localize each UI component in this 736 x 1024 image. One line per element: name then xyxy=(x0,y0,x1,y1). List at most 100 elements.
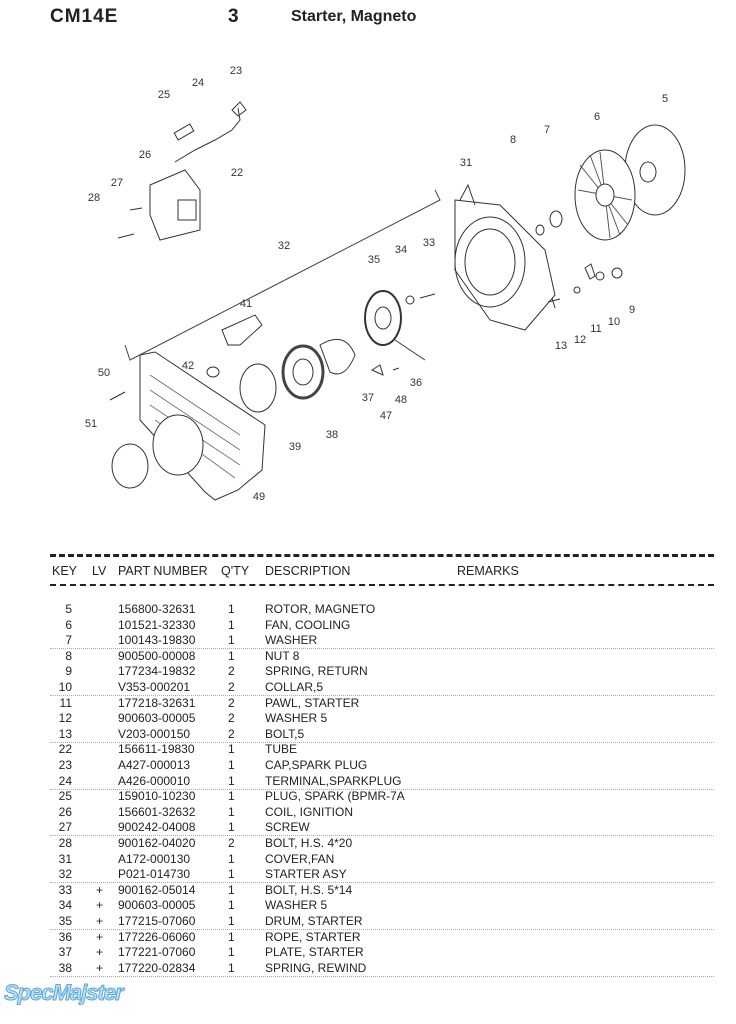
key-cell: 9 xyxy=(65,664,72,679)
part-number-cell: 900242-04008 xyxy=(118,820,196,835)
qty-cell: 2 xyxy=(228,664,235,679)
callout-number: 12 xyxy=(573,334,587,346)
row-group-divider xyxy=(50,788,714,790)
callout-number: 41 xyxy=(239,298,253,310)
callout-number: 34 xyxy=(394,244,408,256)
callout-number: 51 xyxy=(84,418,98,430)
qty-cell: 1 xyxy=(228,758,235,772)
description-cell: BOLT, H.S. 4*20 xyxy=(265,836,353,850)
part-number-cell: A172-000130 xyxy=(118,851,191,866)
qty-cell: 1 xyxy=(228,867,235,882)
table-row: 11 177218-32631 2 PAWL, STARTER xyxy=(0,696,736,711)
callout-number: 38 xyxy=(325,429,339,441)
key-cell: 23 xyxy=(58,758,72,772)
qty-cell: 2 xyxy=(228,726,235,741)
diagram-drawing xyxy=(109,101,686,501)
qty-cell: 1 xyxy=(228,617,235,632)
watermark-logo: SpecMajster xyxy=(4,980,125,1006)
description-cell: TUBE xyxy=(265,742,298,757)
description-cell: COLLAR,5 xyxy=(265,680,324,694)
row-group-divider xyxy=(50,835,714,837)
lv-cell: + xyxy=(96,945,104,960)
part-number-cell: A426-000010 xyxy=(118,773,191,788)
part-number-cell: 156800-32631 xyxy=(118,602,196,616)
column-header-key: KEY xyxy=(52,564,78,578)
callout-number: 25 xyxy=(157,89,171,101)
table-top-rule xyxy=(50,554,714,557)
description-cell: WASHER xyxy=(265,633,318,648)
qty-cell: 1 xyxy=(228,804,235,819)
key-cell: 26 xyxy=(58,804,72,819)
qty-cell: 2 xyxy=(228,695,235,710)
qty-cell: 1 xyxy=(228,914,235,928)
callout-number: 24 xyxy=(191,77,205,89)
callout-number: 37 xyxy=(361,392,375,404)
part-number-cell: 900603-00005 xyxy=(118,711,196,726)
callout-number: 7 xyxy=(543,124,551,136)
callout-number: 22 xyxy=(230,167,244,179)
table-row: 9 177234-19832 2 SPRING, RETURN xyxy=(0,664,736,679)
callout-number: 36 xyxy=(409,377,423,389)
part-number-cell: 177234-19832 xyxy=(118,664,196,679)
key-cell: 25 xyxy=(58,789,72,804)
description-cell: SPRING, REWIND xyxy=(265,960,367,975)
key-cell: 37 xyxy=(58,945,72,960)
qty-cell: 1 xyxy=(228,820,235,835)
part-number-cell: 900162-04020 xyxy=(118,836,196,850)
qty-cell: 1 xyxy=(228,789,235,804)
row-group-divider xyxy=(50,695,714,696)
part-number-cell: 156601-32632 xyxy=(118,804,196,819)
description-cell: BOLT,5 xyxy=(265,726,305,741)
callout-number: 8 xyxy=(509,134,517,146)
row-group-divider xyxy=(50,929,714,930)
key-cell: 38 xyxy=(58,960,72,975)
description-cell: PAWL, STARTER xyxy=(265,695,360,710)
description-cell: DRUM, STARTER xyxy=(265,914,363,928)
part-number-cell: 900500-00008 xyxy=(118,648,196,663)
callout-number: 33 xyxy=(422,237,436,249)
callout-number: 11 xyxy=(590,323,602,335)
qty-cell: 1 xyxy=(228,960,235,975)
lv-cell: + xyxy=(96,960,104,975)
callout-number: 5 xyxy=(661,93,669,105)
part-number-cell: 177220-02834 xyxy=(118,960,196,975)
qty-cell: 1 xyxy=(228,602,235,616)
part-number-cell: 177218-32631 xyxy=(118,695,196,710)
table-row: 38 +177220-02834 1 SPRING, REWIND xyxy=(0,961,736,976)
callout-number: 49 xyxy=(252,491,266,503)
description-cell: WASHER 5 xyxy=(265,711,328,726)
column-header-description: DESCRIPTION xyxy=(265,564,351,578)
column-header-qty: Q'TY xyxy=(221,564,250,578)
qty-cell: 2 xyxy=(228,680,235,694)
lv-cell: + xyxy=(96,914,104,928)
table-header-rule xyxy=(50,584,714,586)
part-number-cell: 177221-07060 xyxy=(118,945,196,960)
part-number-cell: V203-000150 xyxy=(118,726,191,741)
callout-number: 31 xyxy=(459,157,473,169)
callout-number: 26 xyxy=(138,149,152,161)
callout-number: 39 xyxy=(288,441,302,453)
callout-number: 13 xyxy=(554,340,568,352)
callout-number: 32 xyxy=(277,240,291,252)
key-cell: 35 xyxy=(58,914,72,928)
description-cell: PLUG, SPARK (BPMR-7A xyxy=(265,789,405,804)
description-cell: ROPE, STARTER xyxy=(265,929,361,944)
callout-number: 23 xyxy=(229,65,243,77)
qty-cell: 2 xyxy=(228,711,235,726)
part-number-cell: 100143-19830 xyxy=(118,633,196,648)
key-cell: 11 xyxy=(59,695,72,710)
description-cell: CAP,SPARK PLUG xyxy=(265,758,368,772)
description-cell: SPRING, RETURN xyxy=(265,664,368,679)
